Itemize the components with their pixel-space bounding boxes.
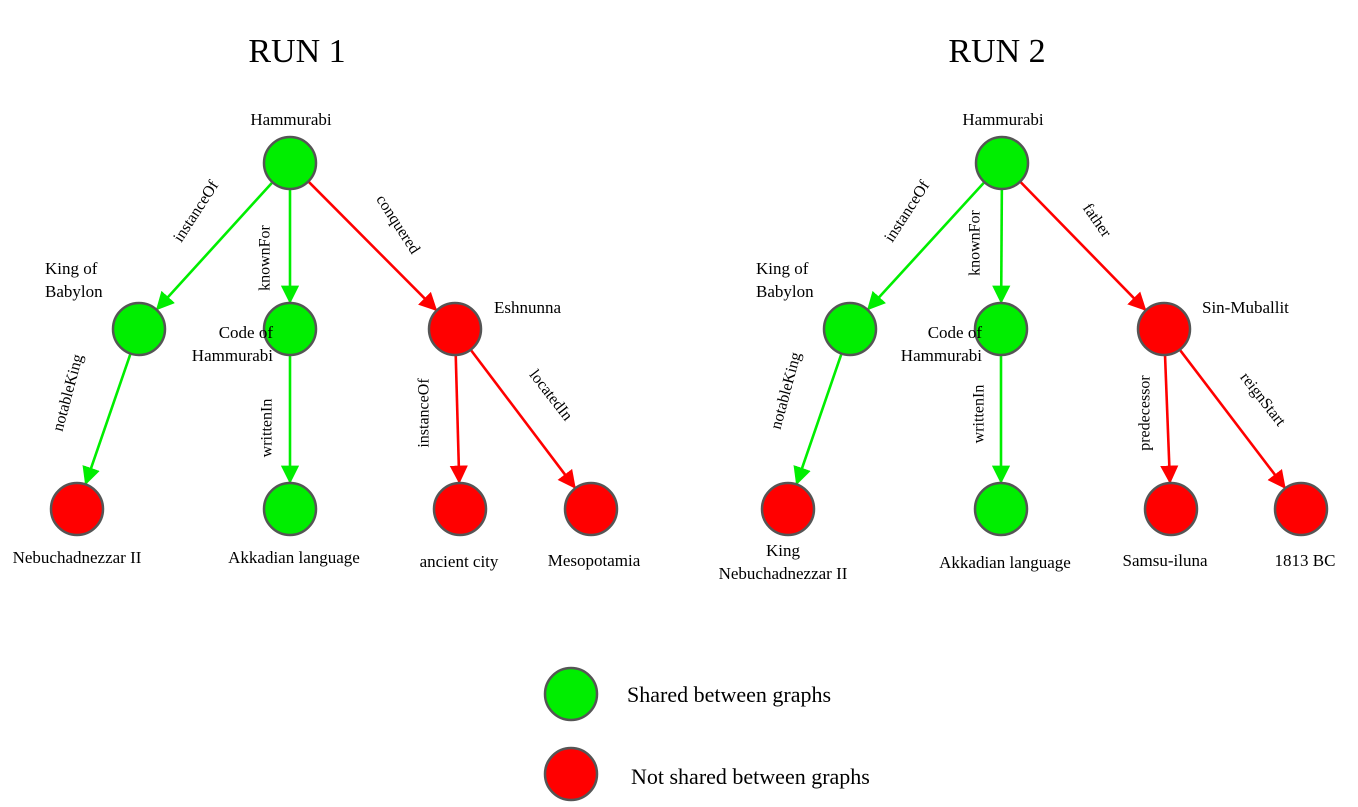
node-code-of-hammurabi bbox=[262, 301, 318, 357]
legend-shared-label: Shared between graphs bbox=[627, 682, 831, 707]
node-code-of-hammurabi bbox=[973, 301, 1029, 357]
node-label-nebuchadnezzar-ii: Nebuchadnezzar II bbox=[13, 548, 142, 567]
edge-king-of-babylon-to-king-nebuchadnezzar-ii bbox=[793, 353, 843, 486]
edge-label-instanceOf: instanceOf bbox=[881, 177, 933, 245]
node-label-line: Code of bbox=[219, 323, 274, 342]
edge-sin-muballit-to-samsu-iluna bbox=[1160, 354, 1179, 484]
node-label-line: Code of bbox=[928, 323, 983, 342]
run-2-graph: RUN 2 instanceOf knownFor father notableKin… bbox=[719, 33, 1336, 583]
edge-hammurabi-to-king-of-babylon bbox=[867, 181, 986, 311]
edge-label-instanceOf: instanceOf bbox=[416, 378, 433, 448]
run-1-graph: RUN 1 instanceOf knownFor conquered notable… bbox=[13, 33, 641, 571]
node-label-line: Akkadian language bbox=[228, 548, 360, 567]
node-1813-bc bbox=[1273, 481, 1329, 537]
node-label-line: Hammurabi bbox=[962, 110, 1043, 129]
edge-label-predecessor: predecessor bbox=[1137, 375, 1154, 451]
node-ancient-city bbox=[432, 481, 488, 537]
edge-eshnunna-to-mesopotamia bbox=[469, 348, 576, 489]
node-label-line: Nebuchadnezzar II bbox=[13, 548, 142, 567]
node-label-akkadian-language: Akkadian language bbox=[228, 548, 360, 567]
node-label-line: Akkadian language bbox=[939, 553, 1071, 572]
node-label-line: King of bbox=[45, 259, 98, 278]
legend: Shared between graphs Not shared between… bbox=[543, 666, 870, 802]
edge-label-knownFor: knownFor bbox=[967, 209, 984, 275]
node-label-line: Sin-Muballit bbox=[1202, 298, 1289, 317]
node-label-code-of-hammurabi: Code of Hammurabi bbox=[192, 323, 274, 365]
edge-hammurabi-to-sin-muballit bbox=[1019, 180, 1147, 311]
edge-king-of-babylon-to-nebuchadnezzar-ii bbox=[82, 353, 132, 486]
node-sin-muballit bbox=[1136, 301, 1192, 357]
edge-label-instanceOf: instanceOf bbox=[170, 177, 222, 245]
run-2-title: RUN 2 bbox=[948, 33, 1045, 70]
edge-sin-muballit-to-1813-bc bbox=[1178, 348, 1286, 489]
edge-label-locatedIn: locatedIn bbox=[526, 367, 576, 424]
node-label-line: Nebuchadnezzar II bbox=[719, 564, 848, 583]
node-label-sin-muballit: Sin-Muballit bbox=[1202, 298, 1289, 317]
node-king-of-babylon bbox=[822, 301, 878, 357]
node-nebuchadnezzar-ii bbox=[49, 481, 105, 537]
edge-eshnunna-to-ancient-city bbox=[449, 354, 468, 484]
node-label-line: Babylon bbox=[45, 282, 103, 301]
node-label-akkadian-language: Akkadian language bbox=[939, 553, 1071, 572]
node-label-king-of-babylon: King of Babylon bbox=[45, 259, 103, 301]
node-label-line: Mesopotamia bbox=[548, 551, 641, 570]
run-1-title: RUN 1 bbox=[248, 33, 345, 70]
node-label-line: Hammurabi bbox=[250, 110, 331, 129]
node-label-line: Hammurabi bbox=[901, 346, 982, 365]
edge-hammurabi-to-eshnunna bbox=[307, 180, 438, 312]
edge-hammurabi-to-code-of-hammurabi bbox=[992, 188, 1011, 304]
node-king-of-babylon bbox=[111, 301, 167, 357]
node-hammurabi bbox=[262, 135, 318, 191]
node-label-code-of-hammurabi: Code of Hammurabi bbox=[901, 323, 983, 365]
edge-label-notableKing: notableKing bbox=[768, 350, 805, 431]
node-label-line: King of bbox=[756, 259, 809, 278]
node-label-ancient-city: ancient city bbox=[420, 552, 499, 571]
edge-label-conquered: conquered bbox=[372, 192, 423, 257]
legend-not-shared-swatch bbox=[543, 746, 599, 802]
edge-label-writtenIn: writtenIn bbox=[971, 385, 988, 444]
node-label-line: Samsu-iluna bbox=[1123, 551, 1208, 570]
legend-shared-swatch bbox=[543, 666, 599, 722]
node-label-1813-bc: 1813 BC bbox=[1275, 551, 1336, 570]
node-label-king-of-babylon: King of Babylon bbox=[756, 259, 814, 301]
edge-label-reignStart: reignStart bbox=[1237, 369, 1290, 430]
legend-not-shared-label: Not shared between graphs bbox=[631, 764, 870, 789]
node-label-samsu-iluna: Samsu-iluna bbox=[1123, 551, 1208, 570]
node-label-line: 1813 BC bbox=[1275, 551, 1336, 570]
node-akkadian-language bbox=[973, 481, 1029, 537]
node-eshnunna bbox=[427, 301, 483, 357]
node-label-hammurabi: Hammurabi bbox=[962, 110, 1043, 129]
node-label-line: Eshnunna bbox=[494, 298, 562, 317]
node-label-hammurabi: Hammurabi bbox=[250, 110, 331, 129]
node-samsu-iluna bbox=[1143, 481, 1199, 537]
node-king-nebuchadnezzar-ii bbox=[760, 481, 816, 537]
node-label-line: ancient city bbox=[420, 552, 499, 571]
edge-label-notableKing: notableKing bbox=[50, 352, 87, 433]
node-akkadian-language bbox=[262, 481, 318, 537]
node-mesopotamia bbox=[563, 481, 619, 537]
node-label-line: Hammurabi bbox=[192, 346, 273, 365]
edge-label-writtenIn: writtenIn bbox=[259, 399, 276, 458]
node-label-line: King bbox=[766, 541, 801, 560]
node-hammurabi bbox=[974, 135, 1030, 191]
node-label-line: Babylon bbox=[756, 282, 814, 301]
edge-label-knownFor: knownFor bbox=[257, 224, 274, 290]
edge-hammurabi-to-king-of-babylon bbox=[155, 181, 274, 311]
edge-label-father: father bbox=[1079, 200, 1115, 241]
node-label-mesopotamia: Mesopotamia bbox=[548, 551, 641, 570]
node-label-eshnunna: Eshnunna bbox=[494, 298, 562, 317]
